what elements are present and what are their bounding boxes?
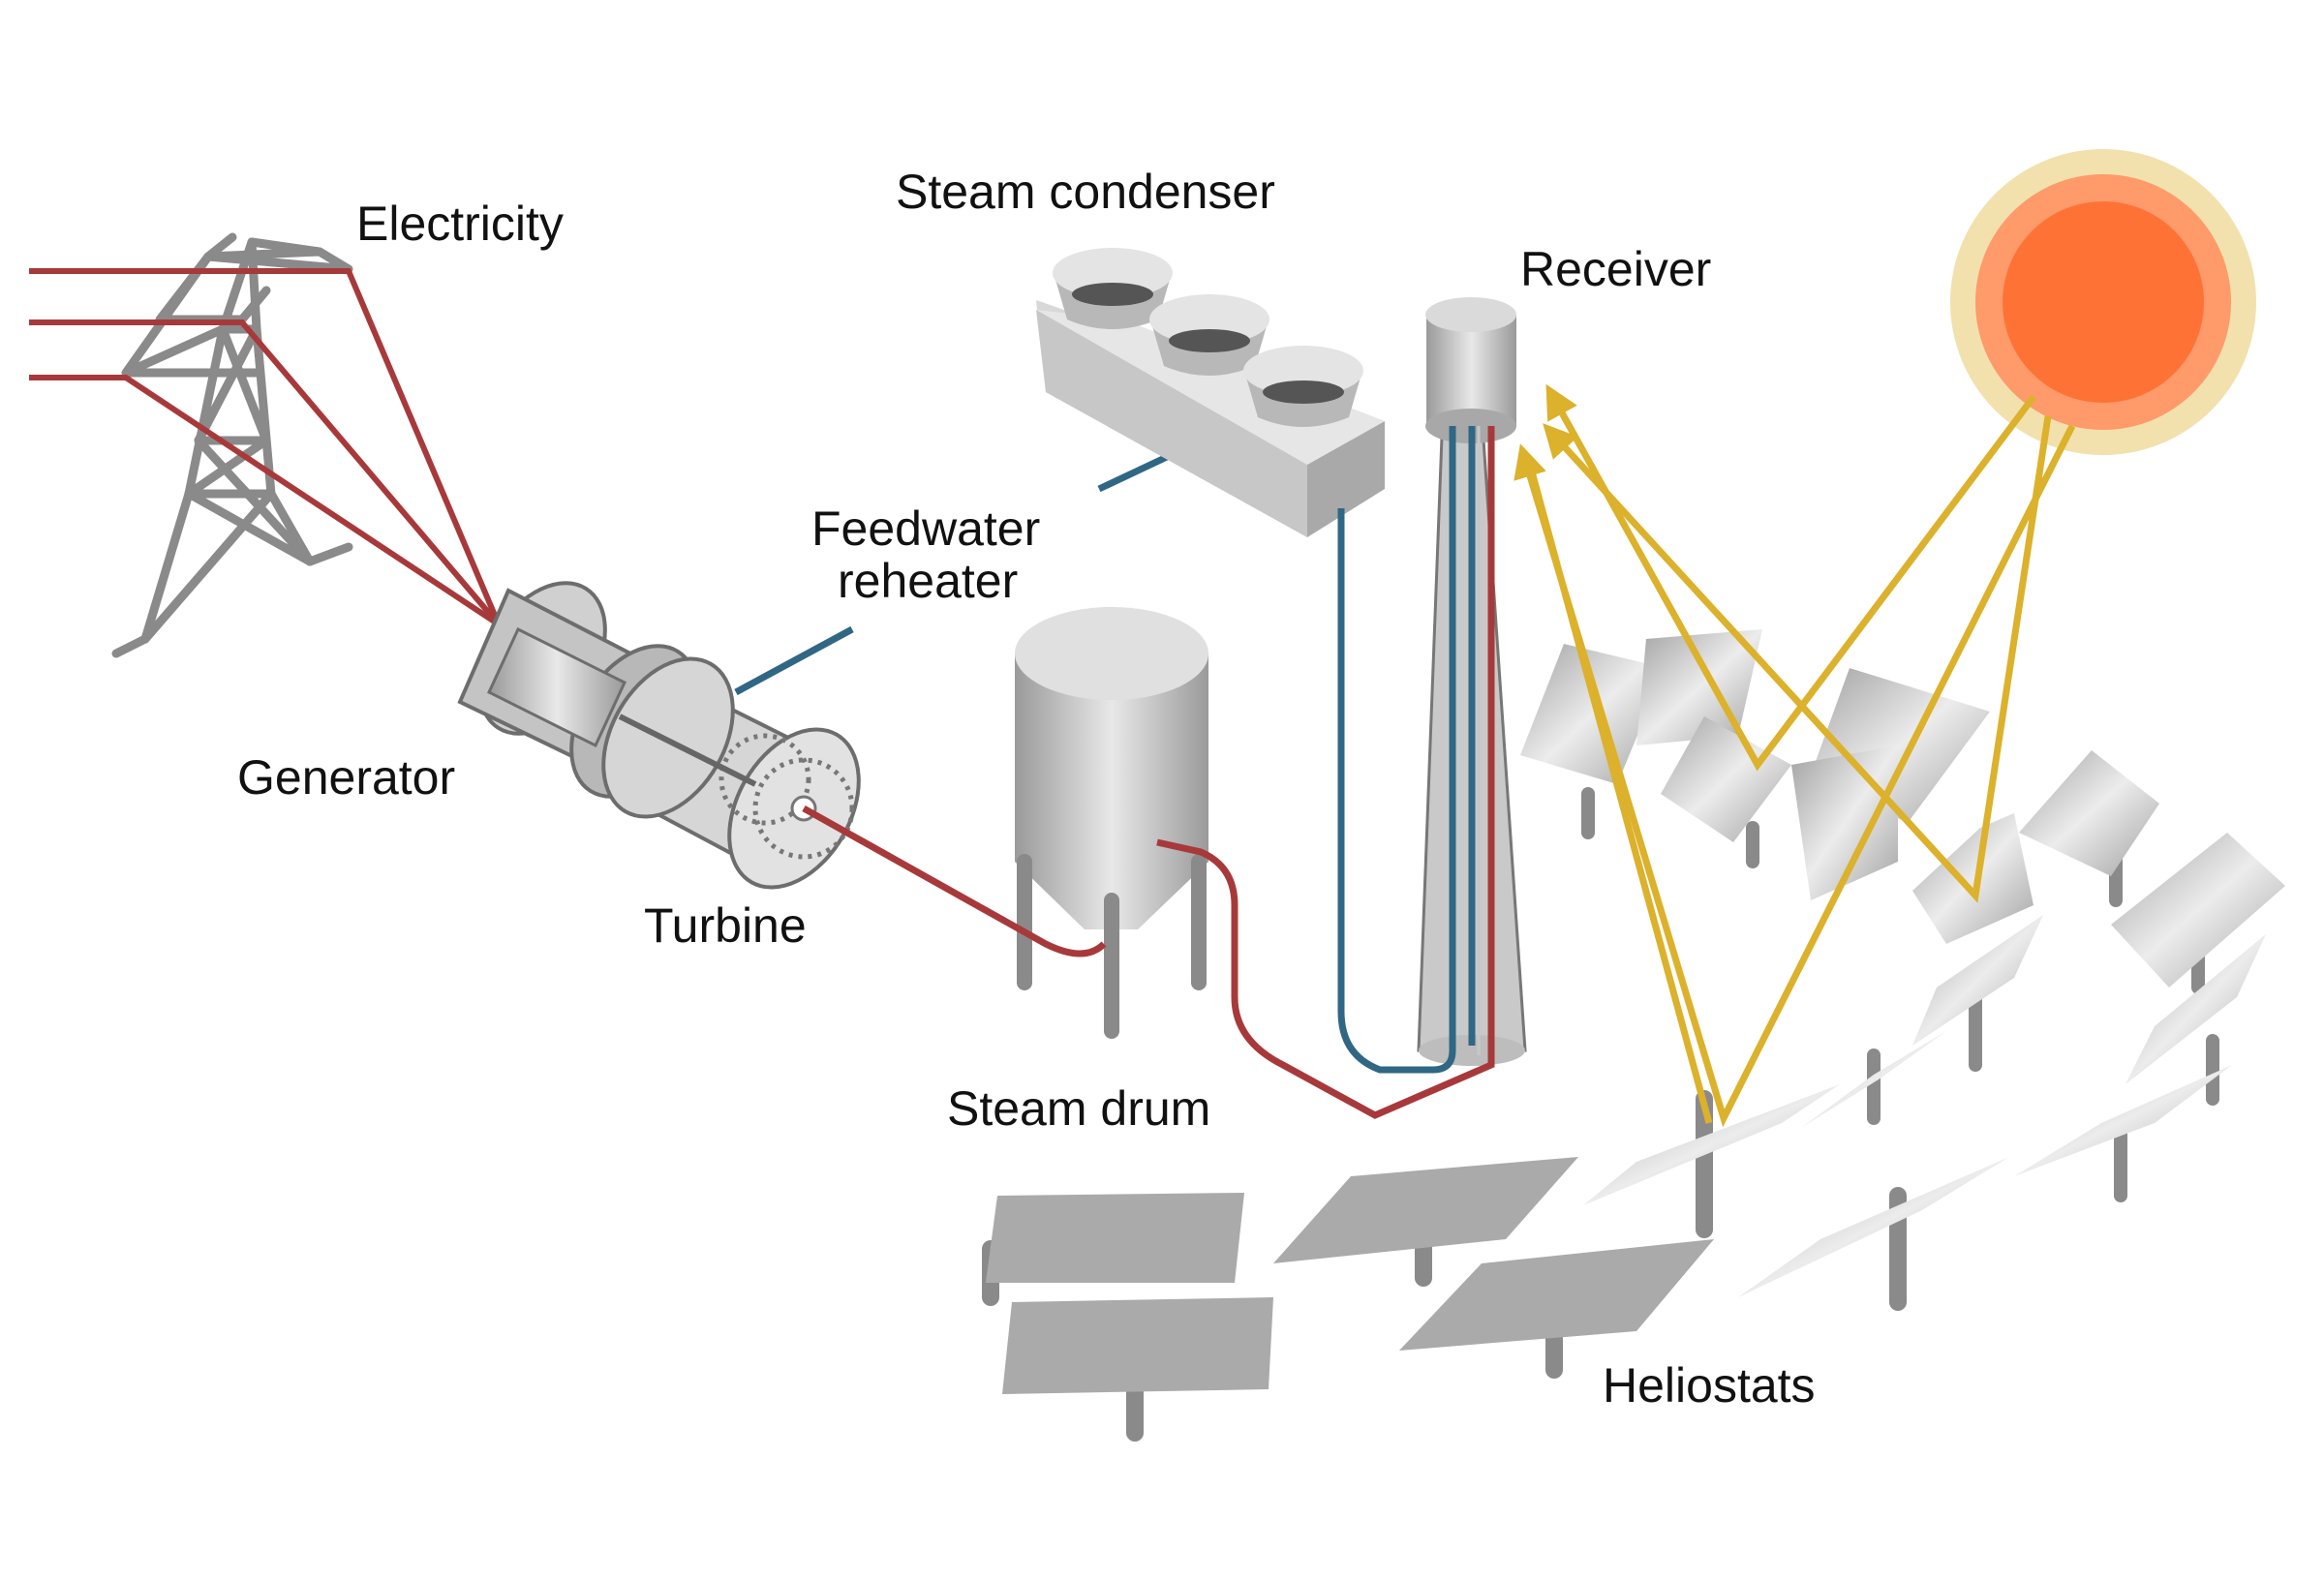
- steam-condenser-icon: [1036, 248, 1385, 537]
- power-lines: [29, 268, 502, 627]
- steam-pipe: [802, 805, 1107, 957]
- label-electricity: Electricity: [356, 197, 564, 251]
- heliostat: [1520, 644, 1666, 839]
- label-feedwater-reheater-line2: reheater: [838, 554, 1018, 608]
- condenser-fan-1: [1053, 248, 1173, 329]
- heliostat: [1912, 915, 2043, 1072]
- heliostat: [982, 1193, 1244, 1306]
- steam-drum-icon: [1015, 607, 1208, 1039]
- heliostat: [2125, 934, 2266, 1106]
- heliostat: [1583, 1084, 1840, 1238]
- sun-icon: [1950, 149, 2256, 455]
- condenser-feed-pipe: [1097, 453, 1169, 493]
- heliostat: [1801, 1031, 1946, 1128]
- label-receiver: Receiver: [1520, 242, 1711, 296]
- label-turbine: Turbine: [644, 898, 807, 953]
- turbine-icon: [601, 656, 861, 890]
- heliostat: [2014, 1065, 2232, 1202]
- label-steam-condenser: Steam condenser: [896, 165, 1275, 219]
- heliostat: [1399, 1239, 1714, 1379]
- label-steam-drum: Steam drum: [947, 1081, 1210, 1136]
- receiver-pipes: [1156, 426, 1495, 1119]
- label-heliostats: Heliostats: [1603, 1358, 1816, 1413]
- heliostat: [1273, 1157, 1578, 1287]
- condenser-fan-2: [1149, 294, 1269, 376]
- heliostat: [2111, 833, 2285, 994]
- condenser-fan-3: [1243, 346, 1363, 427]
- sunlight-rays: [1514, 383, 2076, 1128]
- heliostat: [1661, 716, 1791, 868]
- heliostat: [2019, 750, 2159, 907]
- heliostat: [1912, 813, 2034, 944]
- label-feedwater-reheater-line1: Feedwater: [811, 501, 1040, 556]
- label-generator: Generator: [237, 750, 455, 805]
- heliostat: [1738, 1157, 2009, 1311]
- feedwater-pipe: [734, 625, 854, 696]
- heliostat: [1002, 1297, 1273, 1442]
